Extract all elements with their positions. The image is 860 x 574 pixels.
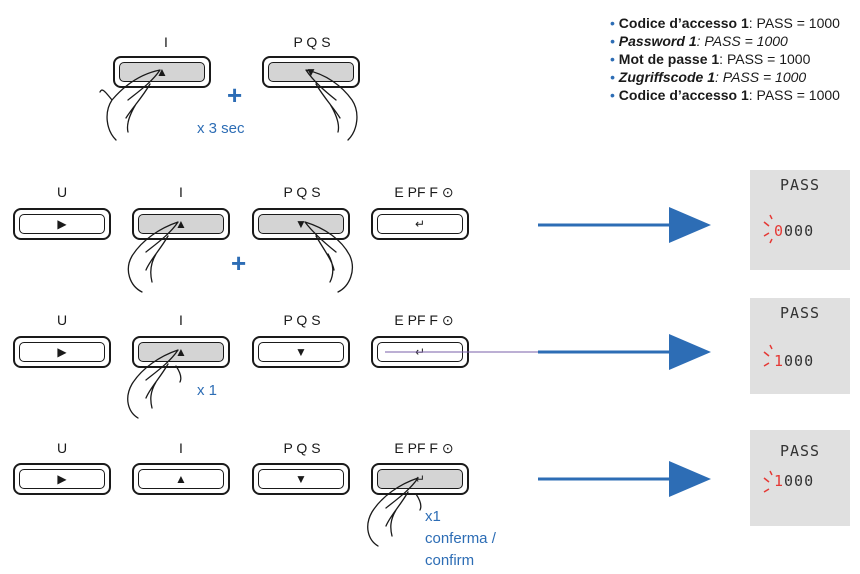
button-U[interactable]: ▶ xyxy=(13,336,111,368)
blink-marks-2 xyxy=(763,344,773,367)
blink-digit: 0 xyxy=(774,222,785,240)
button-I[interactable]: ▲ xyxy=(132,463,230,495)
button-enter[interactable]: ↵ xyxy=(371,208,469,240)
label-U: U xyxy=(56,184,68,200)
legend-row: • Codice d’accesso 1: PASS = 1000 xyxy=(610,86,840,104)
enter-return-icon: ↵ xyxy=(377,214,463,234)
hold-duration: x 3 sec xyxy=(197,120,245,137)
legend-row: • Mot de passe 1: PASS = 1000 xyxy=(610,50,840,68)
button-PQS[interactable]: ▼ xyxy=(252,336,350,368)
legend-value: : PASS = 1000 xyxy=(696,33,788,49)
plus-sign-top: + xyxy=(227,80,243,110)
lcd-display-1: PASS 0000 xyxy=(750,170,850,270)
bullet-icon: • xyxy=(610,33,615,49)
legend-title: Codice d’accesso 1 xyxy=(618,15,749,31)
top-label-I: I xyxy=(164,34,168,50)
top-label-PQS: P Q S xyxy=(293,34,331,50)
blink-marks-3 xyxy=(763,470,773,493)
label-U: U xyxy=(56,312,68,328)
button-enter[interactable]: ↵ xyxy=(371,463,469,495)
button-U[interactable]: ▶ xyxy=(13,463,111,495)
lcd-value: 1000 xyxy=(774,352,815,370)
enter-return-icon: ↵ xyxy=(377,469,463,489)
top-button-PQS[interactable]: ▼ xyxy=(262,56,360,88)
lcd-top-text: PASS xyxy=(779,304,821,322)
legend-value: : PASS = 1000 xyxy=(719,51,811,67)
legend-row: • Password 1: PASS = 1000 xyxy=(610,32,840,50)
up-triangle-icon: ▲ xyxy=(138,214,224,234)
label-E-PF-F: E PF F ⊙ xyxy=(394,184,454,200)
press-count: x1 xyxy=(425,508,441,525)
lcd-value: 0000 xyxy=(774,222,815,240)
lcd-value: 1000 xyxy=(774,472,815,490)
button-PQS[interactable]: ▼ xyxy=(252,463,350,495)
down-triangle-icon: ▼ xyxy=(258,342,344,362)
bullet-icon: • xyxy=(610,15,615,31)
lcd-top-text: PASS xyxy=(779,442,821,460)
button-I[interactable]: ▲ xyxy=(132,336,230,368)
up-triangle-icon: ▲ xyxy=(138,342,224,362)
play-icon: ▶ xyxy=(19,214,105,234)
label-PQS: P Q S xyxy=(283,440,321,456)
top-button-I[interactable]: ▲ xyxy=(113,56,211,88)
label-I: I xyxy=(179,312,183,328)
lcd-top-text: PASS xyxy=(779,176,821,194)
label-E-PF-F: E PF F ⊙ xyxy=(394,440,454,456)
lcd-display-2: PASS 1000 xyxy=(750,298,850,394)
bullet-icon: • xyxy=(610,69,615,85)
legend-value: : PASS = 1000 xyxy=(748,87,840,103)
label-PQS: P Q S xyxy=(283,312,321,328)
hand-icon xyxy=(304,221,353,293)
bullet-icon: • xyxy=(610,51,615,67)
confirm-text: confirm xyxy=(425,552,475,569)
legend-row: • Codice d’accesso 1: PASS = 1000 xyxy=(610,14,840,32)
button-I[interactable]: ▲ xyxy=(132,208,230,240)
hand-icon xyxy=(305,69,358,141)
label-PQS: P Q S xyxy=(283,184,321,200)
button-U[interactable]: ▶ xyxy=(13,208,111,240)
bullet-icon: • xyxy=(610,87,615,103)
label-E-PF-F: E PF F ⊙ xyxy=(394,312,454,328)
press-count: x 1 xyxy=(197,382,218,399)
legend-title: Codice d’accesso 1 xyxy=(618,87,749,103)
play-icon: ▶ xyxy=(19,469,105,489)
hand-icon xyxy=(127,221,179,293)
up-triangle-icon: ▲ xyxy=(138,469,224,489)
down-triangle-icon: ▼ xyxy=(258,469,344,489)
play-icon: ▶ xyxy=(19,342,105,362)
legend-title: Zugriffscode 1 xyxy=(618,69,715,85)
blink-marks-1 xyxy=(763,214,773,244)
blink-digit: 1 xyxy=(774,472,785,490)
lcd-display-3: PASS 1000 xyxy=(750,430,850,526)
label-U: U xyxy=(56,440,68,456)
hand-icon xyxy=(367,477,422,547)
legend-row: • Zugriffscode 1: PASS = 1000 xyxy=(610,68,840,86)
plus-sign-row1: + xyxy=(231,248,247,278)
legend-title: Password 1 xyxy=(618,33,697,49)
legend-value: : PASS = 1000 xyxy=(715,69,807,85)
legend-value: : PASS = 1000 xyxy=(748,15,840,31)
down-triangle-icon: ▼ xyxy=(268,62,354,82)
legend-title: Mot de passe 1 xyxy=(618,51,720,67)
label-I: I xyxy=(179,184,183,200)
confirm-text: conferma / xyxy=(425,530,496,547)
blink-digit: 1 xyxy=(774,352,785,370)
label-I: I xyxy=(179,440,183,456)
hand-icon xyxy=(99,69,161,141)
access-code-legend: • Codice d’accesso 1: PASS = 1000 • Pass… xyxy=(610,14,840,104)
hand-icon xyxy=(127,349,182,419)
